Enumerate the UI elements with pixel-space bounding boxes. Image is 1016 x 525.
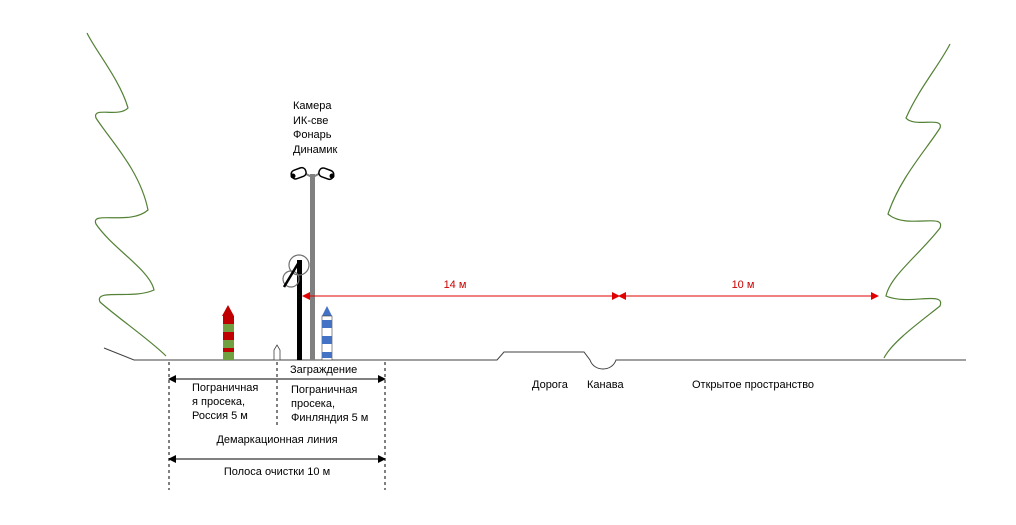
dimension-14m-label: 14 м: [443, 279, 467, 291]
demarcation-marker: [273, 344, 281, 361]
fence-coil-bottom: [282, 270, 300, 288]
russia-border-post: [222, 305, 234, 360]
demarcation-label: Демаркационная линия: [216, 434, 338, 446]
fence-post: [297, 260, 302, 360]
equipment-label-ir: ИК-све: [293, 115, 329, 127]
clearing-label: Полоса очистки 10 м: [223, 466, 331, 478]
dimension-10m-label: 10 м: [731, 279, 755, 291]
left-tree: [86, 32, 167, 357]
fence-coil-top: [288, 254, 310, 276]
finland-strip-label: Пограничная просека, Финляндия 5 м: [291, 384, 369, 424]
equipment-pole: [310, 174, 315, 360]
camera-left-icon: [290, 166, 307, 180]
ground-line: [103, 347, 966, 370]
equipment-label-camera: Камера: [293, 100, 332, 112]
fence-label: Заграждение: [290, 364, 358, 376]
equipment-label-speaker: Динамик: [293, 144, 338, 156]
finland-border-post: [321, 306, 333, 361]
camera-right-icon: [318, 167, 335, 181]
equipment-label-lamp: Фонарь: [293, 129, 332, 141]
road-label: Дорога: [532, 379, 568, 391]
ditch-label: Канава: [587, 379, 624, 391]
right-tree: [883, 43, 951, 359]
open-space-label: Открытое пространство: [692, 379, 815, 391]
russia-strip-label: Пограничная я просека, Россия 5 м: [192, 382, 259, 422]
